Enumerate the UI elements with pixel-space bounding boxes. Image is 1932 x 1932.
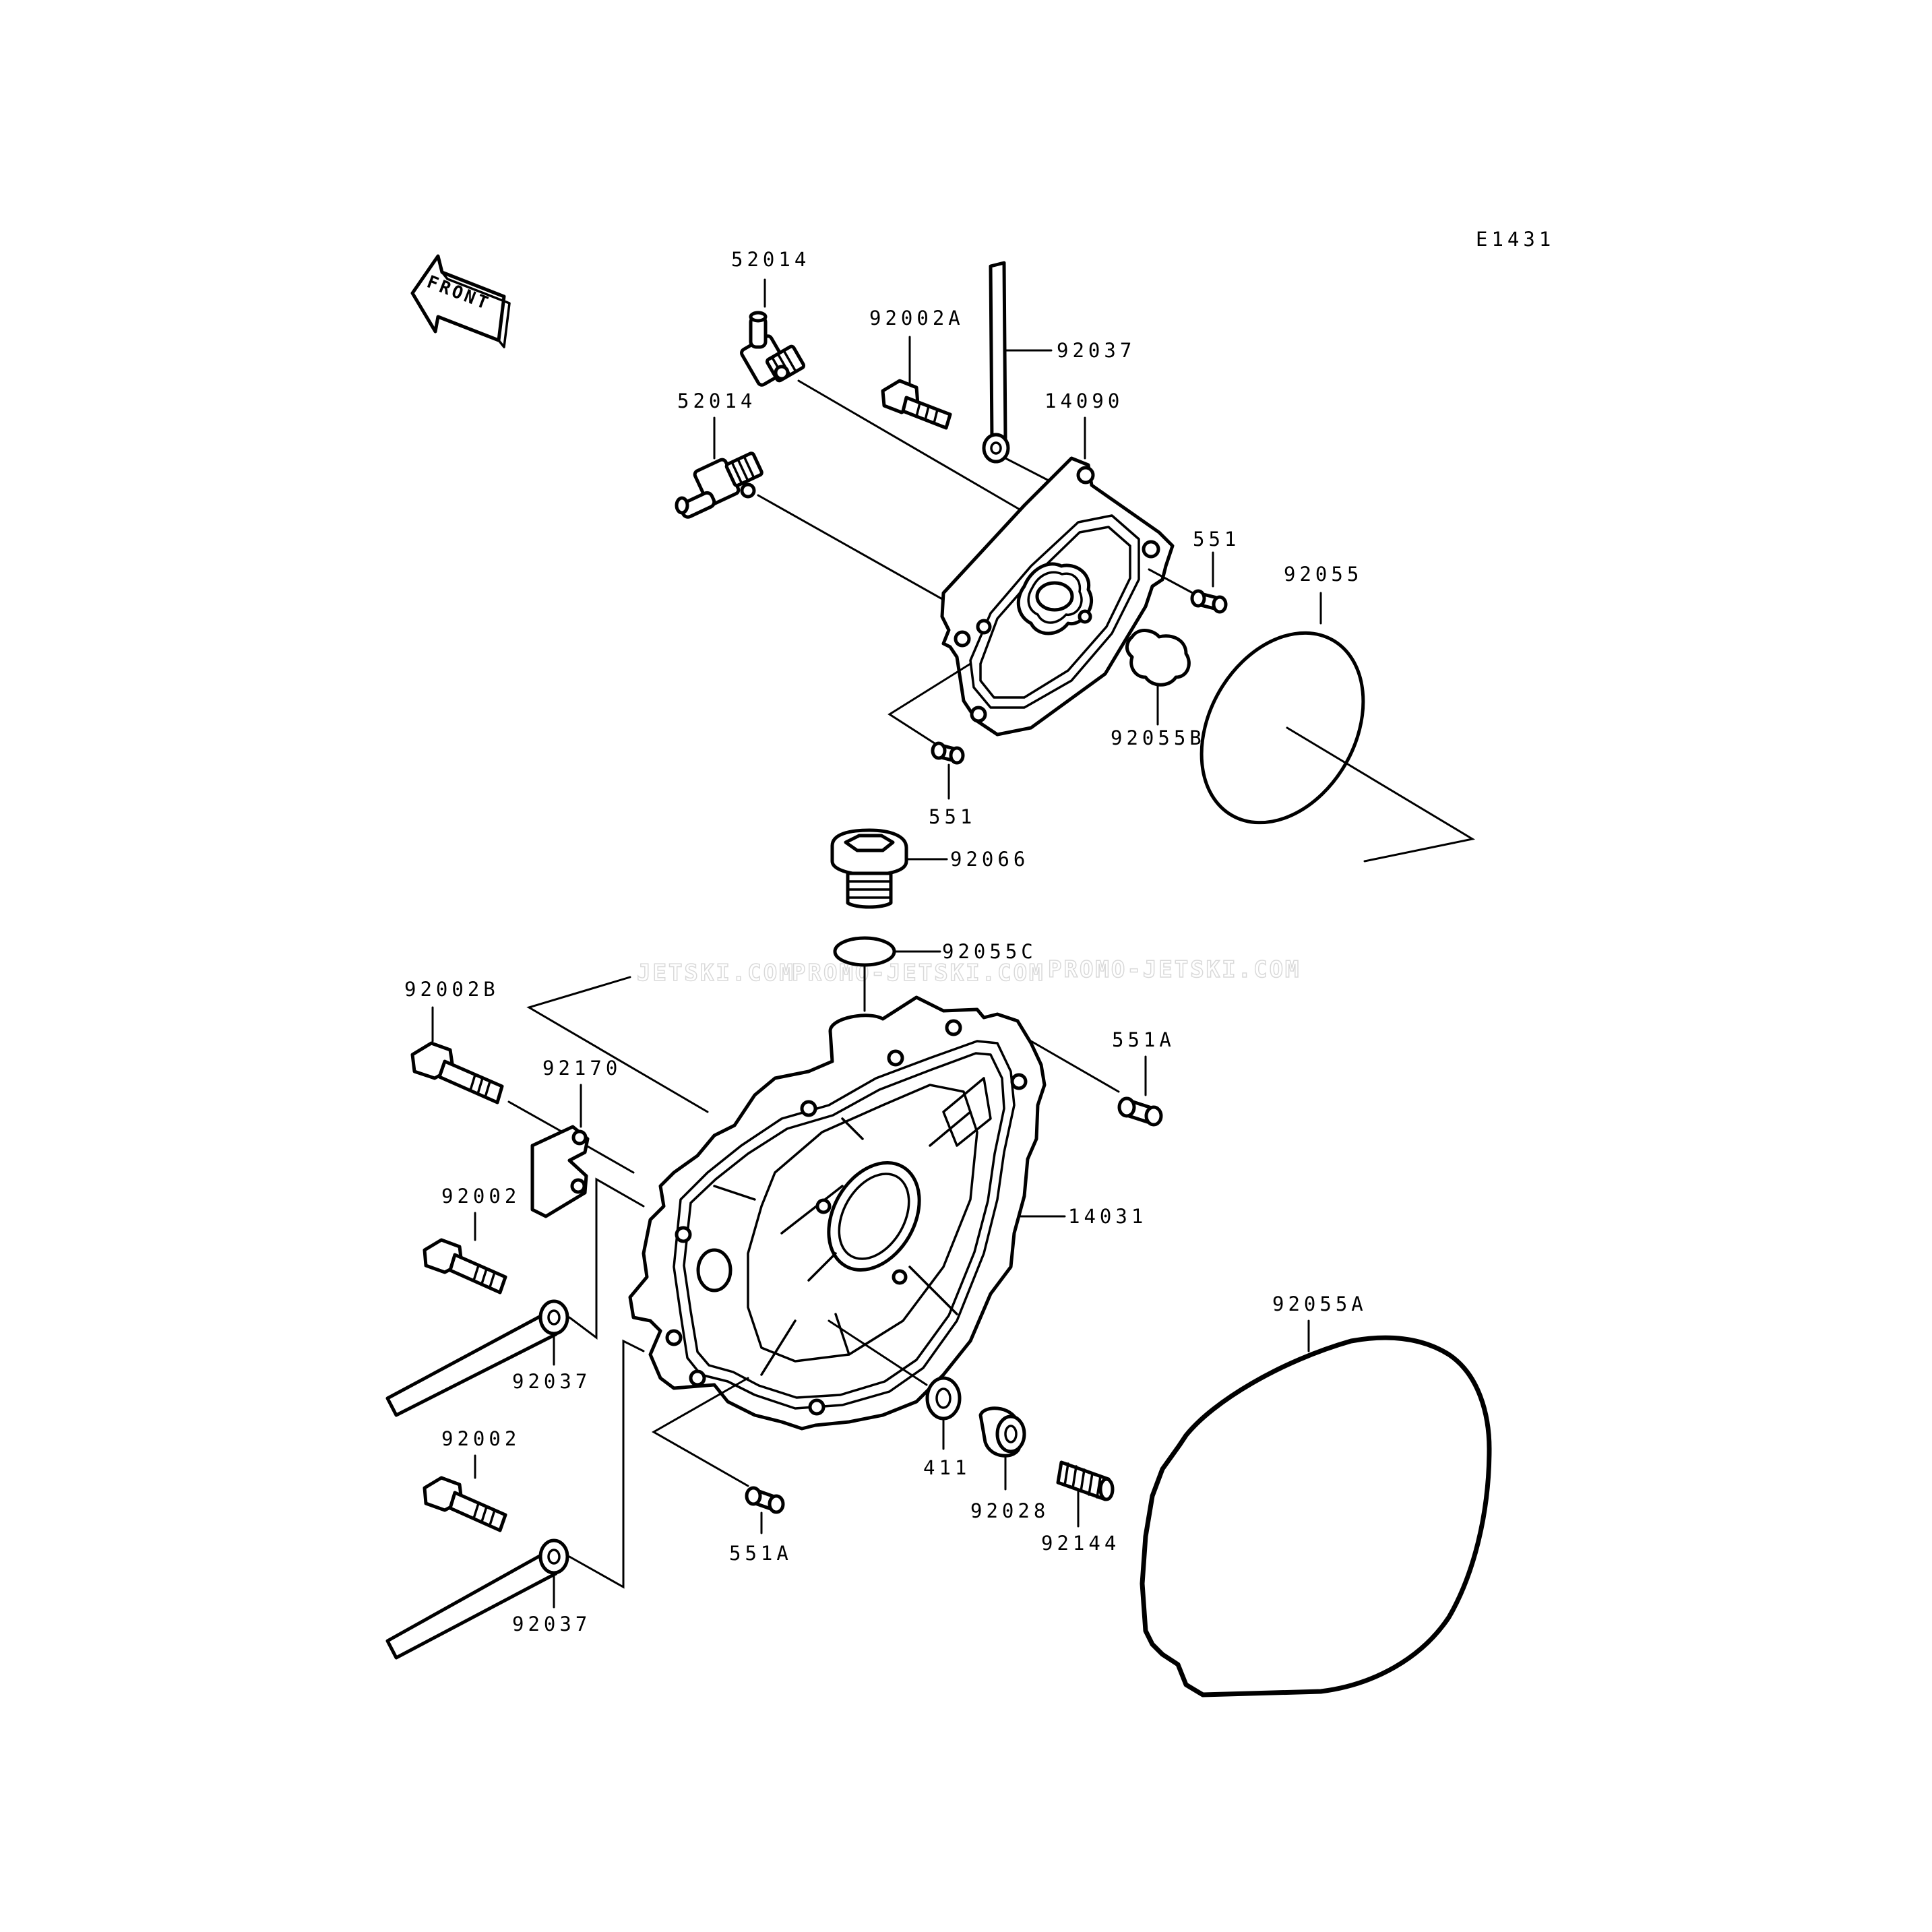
label-14031: 14031 xyxy=(1068,1205,1147,1228)
cable-tie-92037-a xyxy=(385,1299,569,1417)
bracket-92170 xyxy=(530,1125,590,1218)
dowel-pin-551A-top xyxy=(1117,1096,1163,1127)
drain-plug-92066 xyxy=(830,828,908,909)
dowel-pin-551-bottom xyxy=(931,741,965,765)
bolt-92002-b xyxy=(423,1476,507,1532)
label-92055: 92055 xyxy=(1284,563,1363,586)
elbow-fitting-52014-mid xyxy=(675,451,764,519)
spring-92144 xyxy=(1056,1460,1115,1501)
label-52014-mid: 52014 xyxy=(677,389,756,412)
cover-plate-14090 xyxy=(940,456,1175,737)
watermark-1: JETSKI.COM xyxy=(637,960,795,987)
o-ring-92055B xyxy=(1125,629,1191,687)
o-ring-92055C xyxy=(833,936,896,967)
label-92037-a: 92037 xyxy=(512,1370,591,1393)
label-551A-bottom: 551A xyxy=(729,1542,792,1565)
label-92002-b: 92002 xyxy=(441,1427,520,1450)
bushing-92028 xyxy=(978,1406,1026,1458)
cable-tie-92037-top xyxy=(982,261,1010,464)
elbow-fitting-52014-top xyxy=(740,311,806,387)
label-411: 411 xyxy=(923,1456,970,1479)
dowel-pin-551-right xyxy=(1190,589,1228,614)
front-direction-arrow: FRONT xyxy=(410,254,511,348)
label-92170: 92170 xyxy=(542,1057,621,1080)
label-92002A: 92002A xyxy=(869,307,964,330)
cable-tie-92037-b xyxy=(385,1538,569,1660)
watermark-2: PROMO-JETSKI.COM xyxy=(792,960,1045,987)
bolt-92002B xyxy=(410,1041,504,1104)
label-92037-top: 92037 xyxy=(1057,339,1135,362)
label-92002B: 92002B xyxy=(404,978,499,1001)
diagram-code: E1431 xyxy=(1476,228,1555,251)
o-ring-92055 xyxy=(1199,631,1365,825)
bolt-92002A xyxy=(881,379,952,430)
pump-case-14031 xyxy=(628,995,1047,1431)
label-14090: 14090 xyxy=(1045,389,1123,412)
label-92055A: 92055A xyxy=(1272,1292,1367,1315)
label-551-right: 551 xyxy=(1193,528,1240,551)
washer-411 xyxy=(925,1376,962,1421)
watermark-3: PROMO-JETSKI.COM xyxy=(1048,956,1301,983)
label-92028: 92028 xyxy=(970,1499,1049,1522)
dowel-pin-551A-bottom xyxy=(745,1486,785,1514)
label-92066: 92066 xyxy=(950,848,1029,871)
gasket-92055A xyxy=(1140,1335,1492,1697)
label-92144: 92144 xyxy=(1041,1532,1120,1555)
label-52014-top: 52014 xyxy=(731,248,810,271)
label-92037-b: 92037 xyxy=(512,1613,591,1635)
label-551-bottom: 551 xyxy=(929,805,976,828)
label-92055B: 92055B xyxy=(1111,726,1206,749)
label-92002-a: 92002 xyxy=(441,1185,520,1208)
bolt-92002-a xyxy=(423,1238,507,1295)
label-551A-top: 551A xyxy=(1112,1028,1175,1051)
label-92055C: 92055C xyxy=(942,940,1037,963)
